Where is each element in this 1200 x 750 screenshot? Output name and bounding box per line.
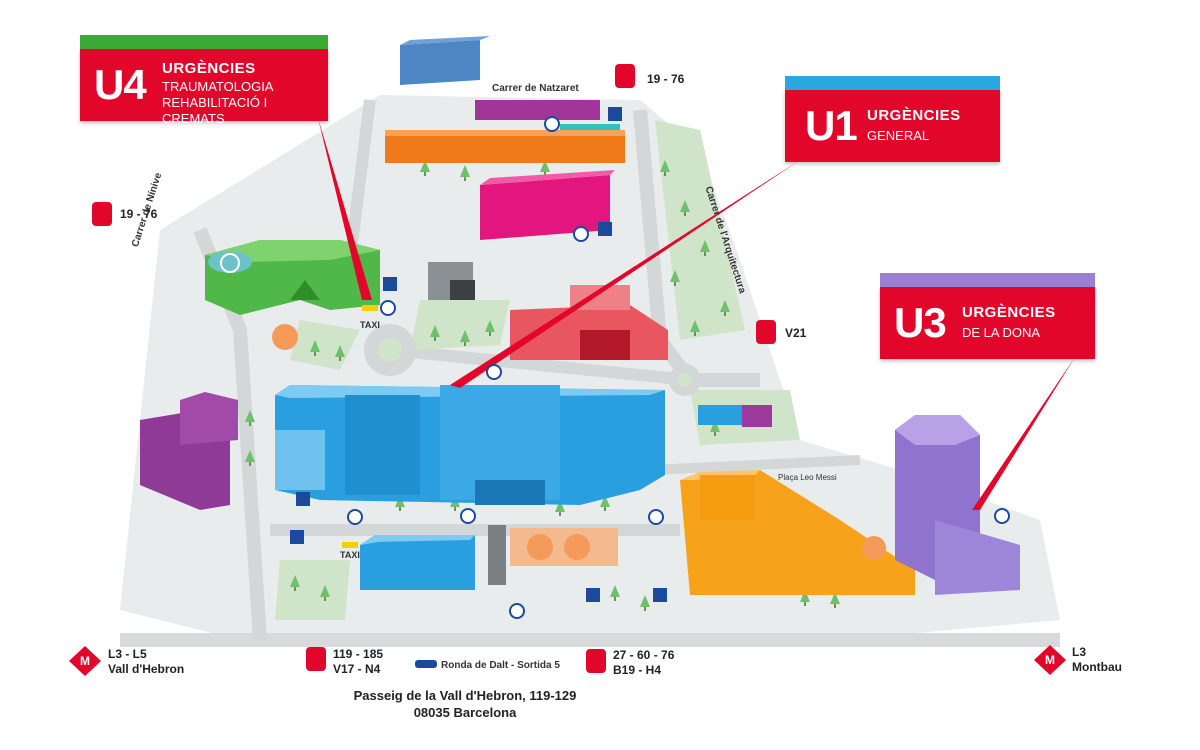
callout-u4-title: URGÈNCIES: [162, 60, 256, 77]
callout-u3-code: U3: [894, 299, 947, 346]
address-line2: 08035 Barcelona: [413, 705, 517, 720]
metro-right-station: Montbau: [1072, 660, 1122, 674]
buildings: [140, 36, 1020, 595]
metro-left-station: Vall d'Hebron: [108, 662, 185, 676]
u3-tower: [895, 415, 1020, 595]
svg-text:M: M: [1045, 653, 1055, 667]
callout-u3: U3 URGÈNCIES DE LA DONA: [880, 273, 1095, 359]
callout-u1-title: URGÈNCIES: [867, 107, 961, 124]
callout-u4-line1: TRAUMATOLOGIA: [162, 79, 274, 94]
map-icons: [220, 107, 1010, 619]
callout-u4-bar: [80, 35, 328, 49]
callout-u1-line1: GENERAL: [867, 128, 930, 143]
main-blue-building: [275, 385, 665, 505]
bus-lines-bottom-left-2: V17 - N4: [333, 662, 381, 676]
callout-u4: U4 URGÈNCIES TRAUMATOLOGIA REHABILITACIÓ…: [80, 35, 328, 126]
callout-u4-code: U4: [94, 61, 147, 108]
callout-u1-code: U1: [805, 102, 858, 149]
orange-building: [680, 470, 915, 595]
bus-lines-bottom-right-1: 27 - 60 - 76: [613, 648, 675, 662]
metro-left-line: L3 - L5: [108, 647, 147, 661]
callout-u1-bar: [785, 76, 1000, 90]
transit-markers: M M: [69, 64, 1066, 676]
address-line1: Passeig de la Vall d'Hebron, 119-129: [353, 688, 577, 703]
metro-right-line: L3: [1072, 645, 1087, 659]
bus-lines-top: 19 - 76: [647, 72, 685, 86]
callout-u3-line1: DE LA DONA: [962, 325, 1041, 340]
taxi-label-bottom: TAXI: [340, 550, 360, 560]
square-leo-messi: Plaça Leo Messi: [778, 473, 837, 482]
bus-lines-right: V21: [785, 326, 807, 340]
callout-u1: U1 URGÈNCIES GENERAL: [785, 76, 1000, 162]
callout-u3-title: URGÈNCIES: [962, 304, 1056, 321]
bus-lines-left: 19 - 76: [120, 207, 158, 221]
bus-lines-bottom-left-1: 119 - 185: [333, 647, 384, 661]
ronda-exit: Ronda de Dalt - Sortida 5: [441, 660, 560, 671]
callout-pointers: [318, 118, 1075, 510]
street-natzaret: Carrer de Natzaret: [492, 83, 579, 94]
callout-u4-line2: REHABILITACIÓ I CREMATS: [162, 95, 268, 126]
callout-u3-bar: [880, 273, 1095, 287]
taxi-label-top: TAXI: [360, 320, 380, 330]
bus-lines-bottom-right-2: B19 - H4: [613, 663, 662, 677]
svg-text:M: M: [80, 654, 90, 668]
u4-building: [205, 240, 380, 315]
